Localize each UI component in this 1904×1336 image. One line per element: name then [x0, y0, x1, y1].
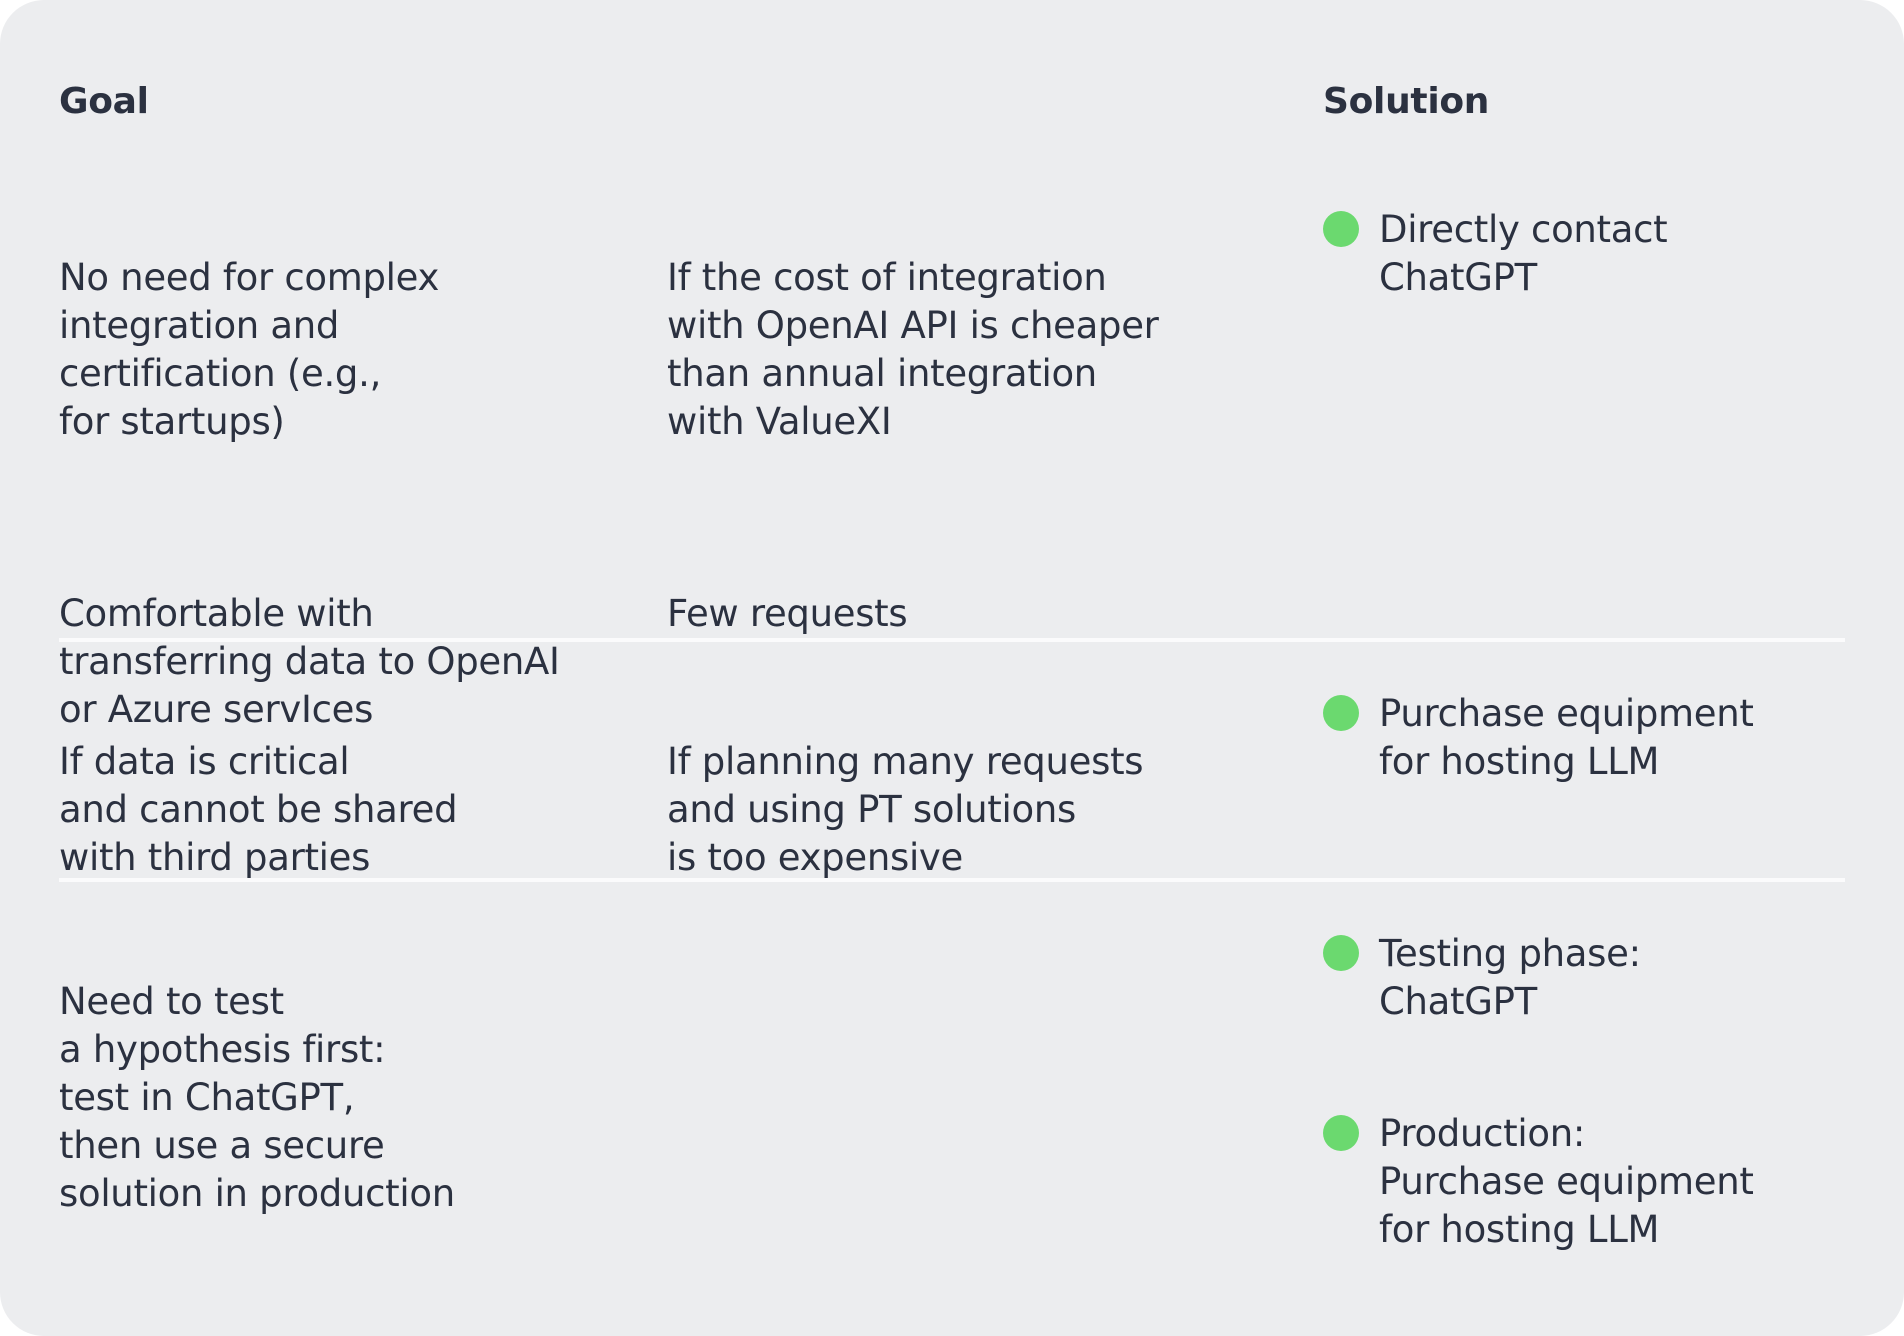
green-dot-icon: [1323, 211, 1359, 247]
condition-cell: If planning many requests and using PT s…: [667, 690, 1287, 930]
solution-text: Directly contact ChatGPT: [1379, 208, 1668, 299]
header-goal: Goal: [59, 81, 149, 122]
goal-cell: If data is critical and cannot be shared…: [59, 690, 639, 930]
condition-cell: If the cost of integration with OpenAI A…: [667, 206, 1287, 686]
condition-text: Few requests: [667, 592, 908, 635]
goal-cell: No need for complex integration and cert…: [59, 206, 639, 782]
green-dot-icon: [1323, 1115, 1359, 1151]
green-dot-icon: [1323, 935, 1359, 971]
goal-text: Comfortable with transferring data to Op…: [59, 592, 560, 731]
solution-text: Production: Purchase equipment for hosti…: [1379, 1112, 1754, 1251]
green-dot-icon: [1323, 695, 1359, 731]
solution-text: Testing phase: ChatGPT: [1379, 932, 1641, 1023]
header-solution: Solution: [1323, 81, 1490, 122]
goal-text: If data is critical and cannot be shared…: [59, 740, 458, 879]
row-divider: [59, 638, 1845, 642]
goal-text: Need to test a hypothesis first: test in…: [59, 980, 455, 1215]
goal-text: No need for complex integration and cert…: [59, 256, 440, 443]
condition-text: If planning many requests and using PT s…: [667, 740, 1144, 879]
condition-text: If the cost of integration with OpenAI A…: [667, 256, 1159, 443]
goal-cell: Need to test a hypothesis first: test in…: [59, 930, 639, 1266]
solution-text: Purchase equipment for hosting LLM: [1379, 692, 1754, 783]
row-divider: [59, 878, 1845, 882]
